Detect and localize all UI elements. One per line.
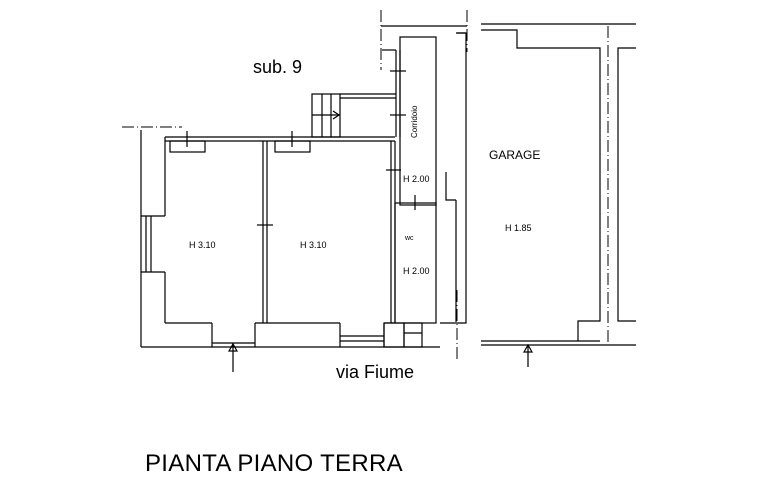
- entrance-arrow-left: [227, 342, 239, 372]
- room-center-height: H 3.10: [300, 240, 327, 250]
- street-label: via Fiume: [336, 362, 415, 382]
- garage-name: GARAGE: [489, 148, 541, 162]
- garage-height: H 1.85: [505, 223, 532, 233]
- corridor-name: Corridoio: [410, 105, 419, 138]
- wc-height: H 2.00: [403, 266, 430, 276]
- room-left-height: H 3.10: [189, 240, 216, 250]
- unit-label: sub. 9: [253, 57, 303, 77]
- corridor-height: H 2.00: [403, 174, 430, 184]
- main-unit-walls: [122, 32, 467, 348]
- wc-name: wc: [405, 235, 414, 242]
- entrance-arrow-garage: [522, 343, 534, 367]
- garage-walls: [445, 23, 636, 346]
- drawing-title: PIANTA PIANO TERRA: [145, 450, 403, 477]
- boundary-lines: [380, 10, 609, 362]
